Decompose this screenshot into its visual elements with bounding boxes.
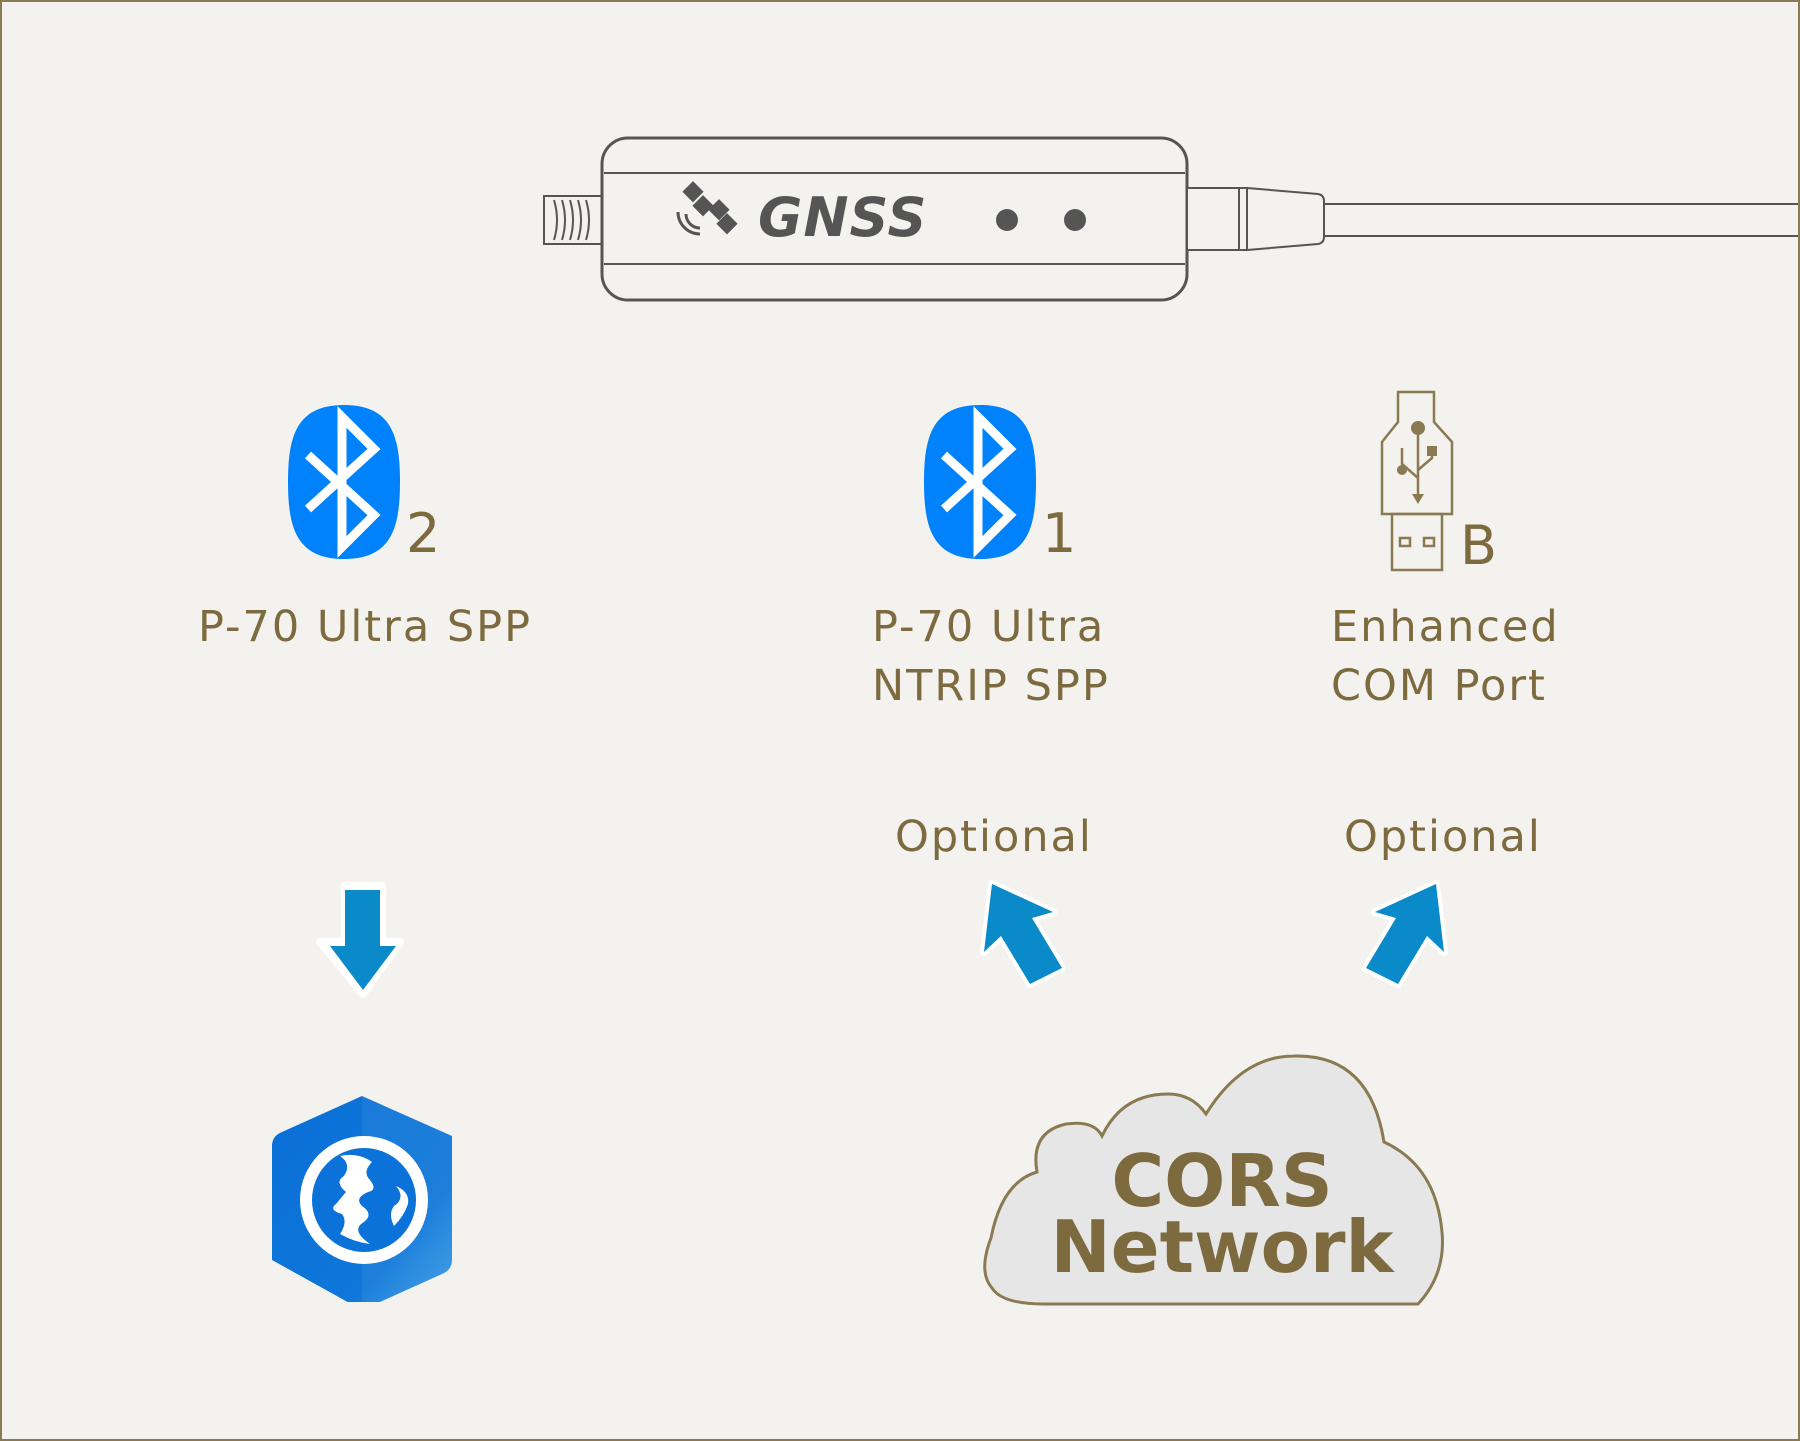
optional-label-usb: Optional — [1344, 812, 1542, 862]
bluetooth-icon — [288, 405, 400, 559]
connection-label-bt2: P-70 Ultra SPP — [198, 602, 533, 652]
arrow-up-right-icon — [1362, 880, 1448, 988]
cable-connector — [1186, 186, 1798, 252]
arrow-down-icon — [316, 882, 404, 998]
cors-cloud-line2: Network — [1050, 1205, 1394, 1289]
connection-label-bt1-line2: NTRIP SPP — [872, 661, 1110, 711]
gnss-logo-icon — [676, 181, 738, 236]
bluetooth-1-subscript: 1 — [1042, 502, 1077, 565]
device-brand-text: GNSS — [758, 186, 928, 249]
status-led-1 — [996, 209, 1018, 231]
antenna-connector — [543, 195, 603, 245]
status-led-2 — [1064, 209, 1086, 231]
usb-subscript: B — [1460, 514, 1498, 577]
bluetooth-2-subscript: 2 — [406, 502, 441, 565]
usb-icon — [1380, 390, 1454, 572]
connection-label-bt1-line1: P-70 Ultra — [872, 602, 1106, 652]
connection-label-usb-line1: Enhanced — [1331, 602, 1560, 652]
cors-cloud-line1: CORS — [1111, 1139, 1333, 1223]
bluetooth-icon — [924, 405, 1036, 559]
connection-label-usb-line2: COM Port — [1331, 661, 1547, 711]
arrow-up-left-icon — [980, 880, 1066, 988]
globe-app-icon — [272, 1096, 452, 1302]
gnss-receiver-device — [543, 136, 1798, 302]
optional-label-ntrip: Optional — [895, 812, 1093, 862]
